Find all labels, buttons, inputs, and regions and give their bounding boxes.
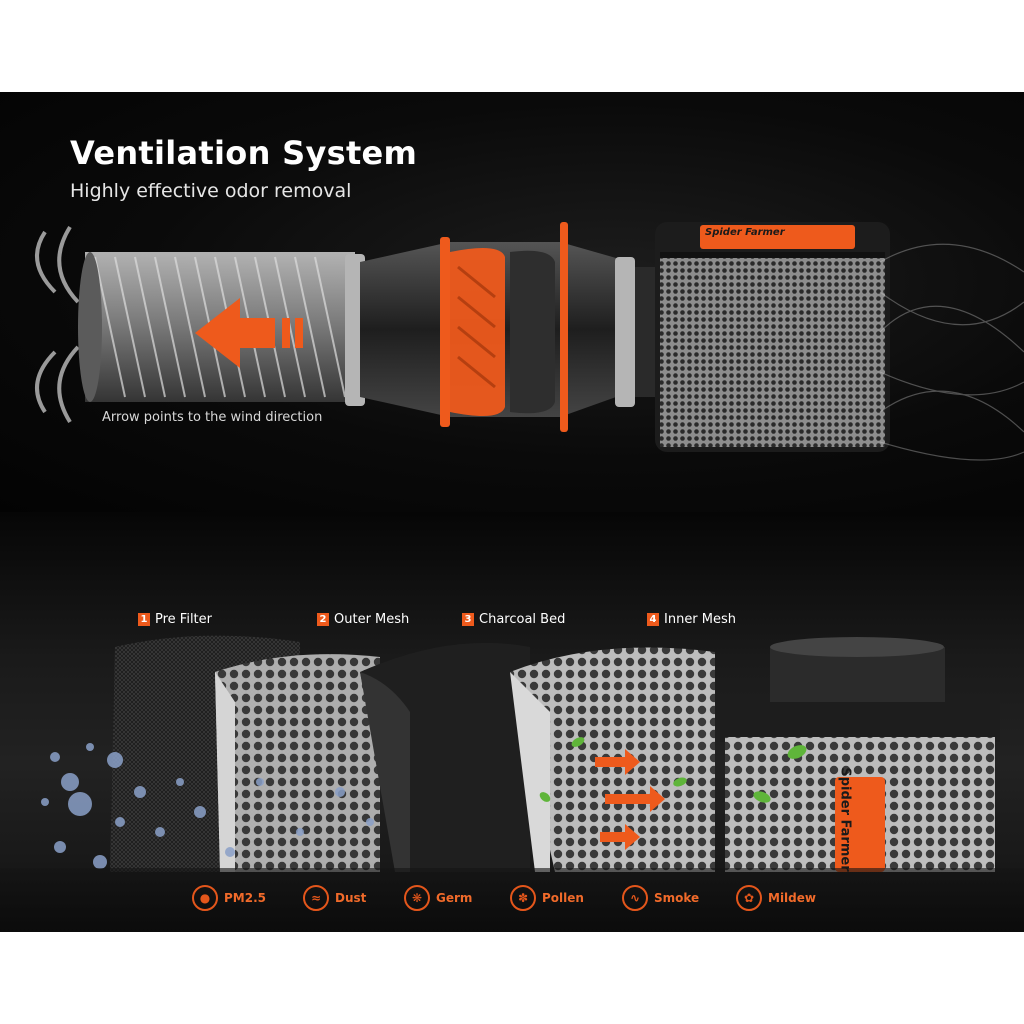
filter-item-label: Mildew <box>768 891 816 905</box>
filter-item-mildew: ✿ Mildew <box>736 885 816 911</box>
filter-item-germ: ❋ Germ <box>404 885 472 911</box>
arrow-caption: Arrow points to the wind direction <box>102 410 323 425</box>
layer-number: 2 <box>317 613 329 626</box>
layer-label-inner-mesh: 4 Inner Mesh <box>647 612 736 627</box>
filter-item-label: Germ <box>436 891 473 905</box>
pollen-icon: ✽ <box>510 885 536 911</box>
outer-mesh-layer <box>215 654 380 872</box>
brand-logo-bottom: Spider Farmer <box>837 767 853 872</box>
particles-icon <box>41 743 374 869</box>
smoke-icon: ∿ <box>622 885 648 911</box>
airflow-arrows-left <box>35 225 80 424</box>
filter-item-label: Smoke <box>654 891 700 905</box>
layer-name: Inner Mesh <box>664 612 737 627</box>
page-subtitle: Highly effective odor removal <box>70 180 352 202</box>
filter-item-label: PM2.5 <box>224 891 266 905</box>
layer-number: 4 <box>647 613 659 626</box>
filter-item-pm25: ● PM2.5 <box>192 885 266 911</box>
pm25-icon: ● <box>192 885 218 911</box>
layer-label-charcoal-bed: 3 Charcoal Bed <box>462 612 565 627</box>
dust-icon: ≈ <box>303 885 329 911</box>
fan-impeller <box>440 222 568 432</box>
layer-name: Outer Mesh <box>334 612 410 627</box>
layer-label-outer-mesh: 2 Outer Mesh <box>317 612 409 627</box>
assembled-carbon-filter <box>720 637 1000 872</box>
product-illustration <box>35 222 1024 872</box>
layer-name: Pre Filter <box>155 612 212 627</box>
layer-name: Charcoal Bed <box>479 612 566 627</box>
page-title: Ventilation System <box>70 134 418 172</box>
layer-label-pre-filter: 1 Pre Filter <box>138 612 212 627</box>
layer-number: 1 <box>138 613 150 626</box>
layer-number: 3 <box>462 613 474 626</box>
brand-logo-top: Spider Farmer <box>705 227 785 238</box>
filter-item-smoke: ∿ Smoke <box>622 885 699 911</box>
filter-item-dust: ≈ Dust <box>303 885 366 911</box>
filter-item-pollen: ✽ Pollen <box>510 885 584 911</box>
product-banner: Ventilation System Highly effective odor… <box>0 92 1024 932</box>
flex-duct <box>78 252 355 402</box>
airflow-lines-right <box>879 243 1024 461</box>
carbon-filter <box>635 222 890 452</box>
mildew-icon: ✿ <box>736 885 762 911</box>
wind-direction-arrow-icon <box>195 298 303 368</box>
flow-arrows-icon <box>595 749 665 850</box>
filter-item-label: Pollen <box>542 891 584 905</box>
leaf-icon <box>539 737 807 803</box>
germ-icon: ❋ <box>404 885 430 911</box>
filter-item-label: Dust <box>335 891 367 905</box>
